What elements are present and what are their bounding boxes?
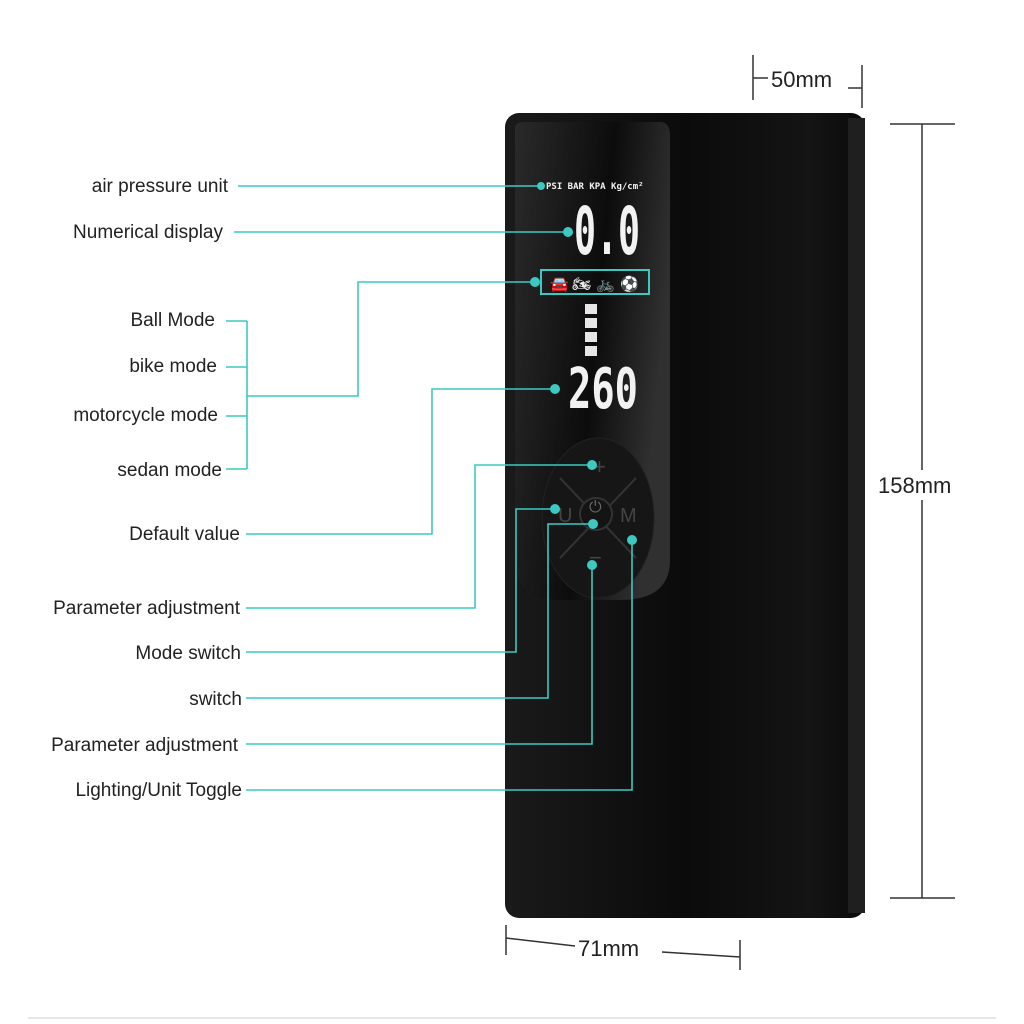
level-bars <box>585 304 597 356</box>
label-air-pressure-unit: air pressure unit <box>92 176 229 197</box>
callout-dots <box>530 182 637 570</box>
control-pad <box>541 437 655 599</box>
power-button[interactable]: ⏻ <box>589 499 602 516</box>
label-motorcycle-mode: motorcycle mode <box>73 405 218 426</box>
label-lighting-unit-toggle: Lighting/Unit Toggle <box>75 780 242 801</box>
unit-indicator: PSI BAR KPA Kg/cm² <box>546 182 644 192</box>
label-switch: switch <box>189 689 242 710</box>
label-ball-mode: Ball Mode <box>131 310 216 331</box>
label-numerical-display: Numerical display <box>73 222 223 243</box>
pressure-reading: 0.0 <box>574 193 640 270</box>
bike-icon: 🚲 <box>596 276 615 293</box>
plus-button[interactable]: + <box>593 454 606 479</box>
ball-icon: ⚽ <box>619 275 639 293</box>
leader-lines <box>226 185 633 791</box>
mode-button[interactable]: M <box>620 505 637 527</box>
default-value-reading: 260 <box>568 357 638 422</box>
dimension-depth: 50mm <box>771 67 832 92</box>
label-sedan-mode: sedan mode <box>117 460 222 481</box>
label-parameter-adjustment-plus: Parameter adjustment <box>53 598 241 619</box>
label-default-value: Default value <box>129 524 240 545</box>
mode-icons-box <box>540 269 650 295</box>
sedan-icon: 🚘 <box>550 276 569 293</box>
motorcycle-icon: 🏍 <box>572 276 591 293</box>
unit-button[interactable]: U <box>558 505 572 527</box>
dimension-lines <box>505 55 955 970</box>
dimension-height: 158mm <box>878 473 951 498</box>
label-bike-mode: bike mode <box>129 356 217 377</box>
label-parameter-adjustment-minus: Parameter adjustment <box>51 735 239 756</box>
dimension-width: 71mm <box>578 936 639 961</box>
label-mode-switch: Mode switch <box>135 643 241 664</box>
